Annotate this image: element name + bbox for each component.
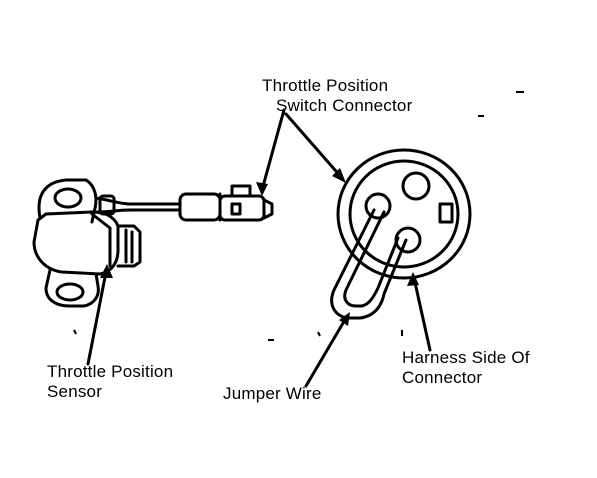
sensor-cable-boot — [98, 194, 116, 216]
arrowhead-harness — [332, 168, 346, 183]
sensor-upper-ear — [37, 178, 98, 224]
label-harness-side: Harness Side Of Connector — [402, 348, 530, 388]
connector-latch-tab — [230, 202, 242, 216]
connector-tail — [262, 198, 274, 220]
harness-outer-ring — [336, 148, 472, 280]
connector-plug-left — [178, 192, 222, 222]
arrowhead-connector — [256, 182, 268, 196]
harness-side-connector — [336, 148, 472, 280]
harness-pin-left — [364, 192, 392, 220]
leader-sensor — [86, 270, 108, 366]
label-tps-switch-connector-line2: Switch Connector — [276, 96, 413, 115]
harness-key-notch — [438, 202, 454, 224]
label-tps-switch-connector: Throttle Position Switch Connector — [262, 76, 412, 116]
throttle-position-sensor — [32, 178, 182, 308]
sensor-connector-socket — [116, 224, 142, 268]
sensor-housing-edge — [90, 212, 112, 268]
label-throttle-position-sensor: Throttle Position Sensor — [47, 362, 173, 402]
connector-plug-right — [218, 194, 266, 222]
leader-harness — [412, 276, 432, 352]
label-harness-line1: Harness Side Of — [402, 348, 530, 367]
sensor-housing — [32, 210, 120, 276]
harness-pin-bottom — [394, 226, 422, 254]
sensor-cable-lower — [94, 208, 182, 214]
label-jumper-wire: Jumper Wire — [223, 384, 322, 404]
sensor-lower-hole — [55, 282, 85, 302]
scan-mark-4 — [317, 331, 321, 337]
arrowhead-jumper — [339, 312, 350, 326]
jumper-wire — [330, 208, 408, 320]
label-jumper-line1: Jumper Wire — [223, 384, 322, 403]
label-sensor-line1: Throttle Position — [47, 362, 174, 381]
label-sensor-line2: Sensor — [47, 382, 103, 401]
label-harness-line2: Connector — [402, 368, 483, 387]
sensor-lower-ear — [44, 268, 100, 308]
leader-tps-to-harness — [284, 112, 344, 180]
sensor-upper-hole — [53, 187, 83, 209]
harness-pin-top — [401, 171, 431, 201]
connector-latch — [230, 184, 252, 198]
leader-jumper — [304, 316, 348, 388]
jumper-wire-inner — [343, 210, 400, 308]
leader-lines — [86, 108, 432, 388]
sensor-cable — [94, 196, 182, 206]
harness-inner-ring — [348, 159, 460, 269]
inline-connector — [178, 184, 274, 222]
arrowhead-harness-side — [407, 272, 419, 286]
jumper-wire-outer — [330, 208, 408, 320]
label-tps-switch-connector-line1: Throttle Position — [262, 76, 389, 95]
leader-tps-to-connector — [260, 108, 286, 192]
scan-mark-6 — [73, 329, 77, 335]
arrowhead-sensor — [100, 264, 113, 278]
